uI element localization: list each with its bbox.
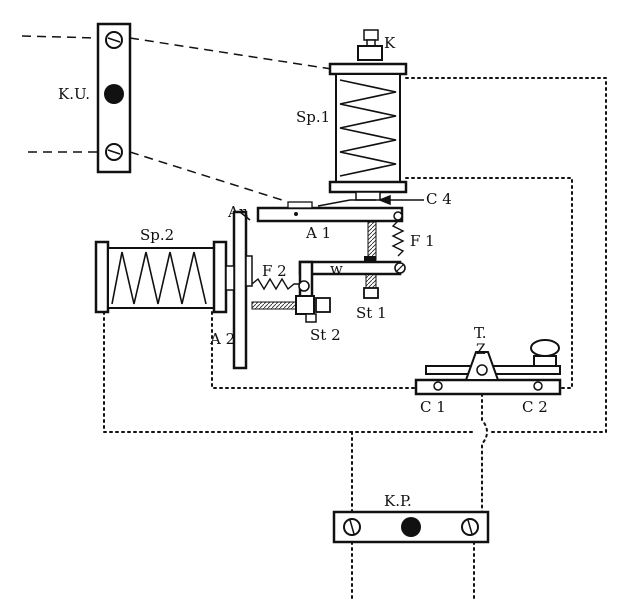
label-kp: K.P.: [384, 492, 412, 510]
armature-a1: [256, 199, 404, 223]
label-a2: A 2: [209, 330, 235, 348]
telegraph-key: [414, 339, 562, 396]
stop-screw-st2: [251, 295, 331, 323]
label-c1: C 1: [420, 398, 446, 416]
armature-a2: [232, 210, 253, 370]
a1-adjust-screw-icon: [367, 221, 377, 261]
sp2-coil: [94, 240, 235, 314]
spring-f1-icon: [391, 220, 405, 257]
label-c2: C 2: [522, 398, 548, 416]
label-sp1: Sp.1: [296, 108, 330, 126]
label-w: w: [330, 260, 343, 278]
label-z: Z: [476, 342, 486, 358]
label-t: T.: [474, 324, 487, 342]
label-k: K: [384, 34, 396, 52]
ku-terminal-block: [96, 22, 132, 174]
label-f1: F 1: [410, 232, 435, 250]
label-sp2: Sp.2: [140, 226, 174, 244]
label-ku: K.U.: [58, 85, 90, 103]
sp1-coil: [328, 29, 408, 201]
ku-dashed-wires: [21, 35, 339, 201]
label-a1: A 1: [305, 224, 331, 242]
label-f2: F 2: [262, 262, 287, 280]
label-st2: St 2: [310, 326, 341, 344]
dotted-circuit-wires: [103, 77, 607, 599]
ku-terminal-dot-icon: [104, 84, 124, 104]
kp-terminal-dot-icon: [401, 517, 421, 537]
label-st1: St 1: [356, 304, 387, 322]
stop-screw-st1: [363, 273, 379, 299]
spring-f2-icon: [251, 277, 302, 291]
c4-arrow-icon: [377, 194, 424, 206]
kp-terminal-block: [332, 510, 490, 544]
k-screw-head-icon: [363, 29, 379, 41]
f2-pivot-icon: [298, 280, 310, 292]
label-c4: C 4: [426, 190, 452, 208]
